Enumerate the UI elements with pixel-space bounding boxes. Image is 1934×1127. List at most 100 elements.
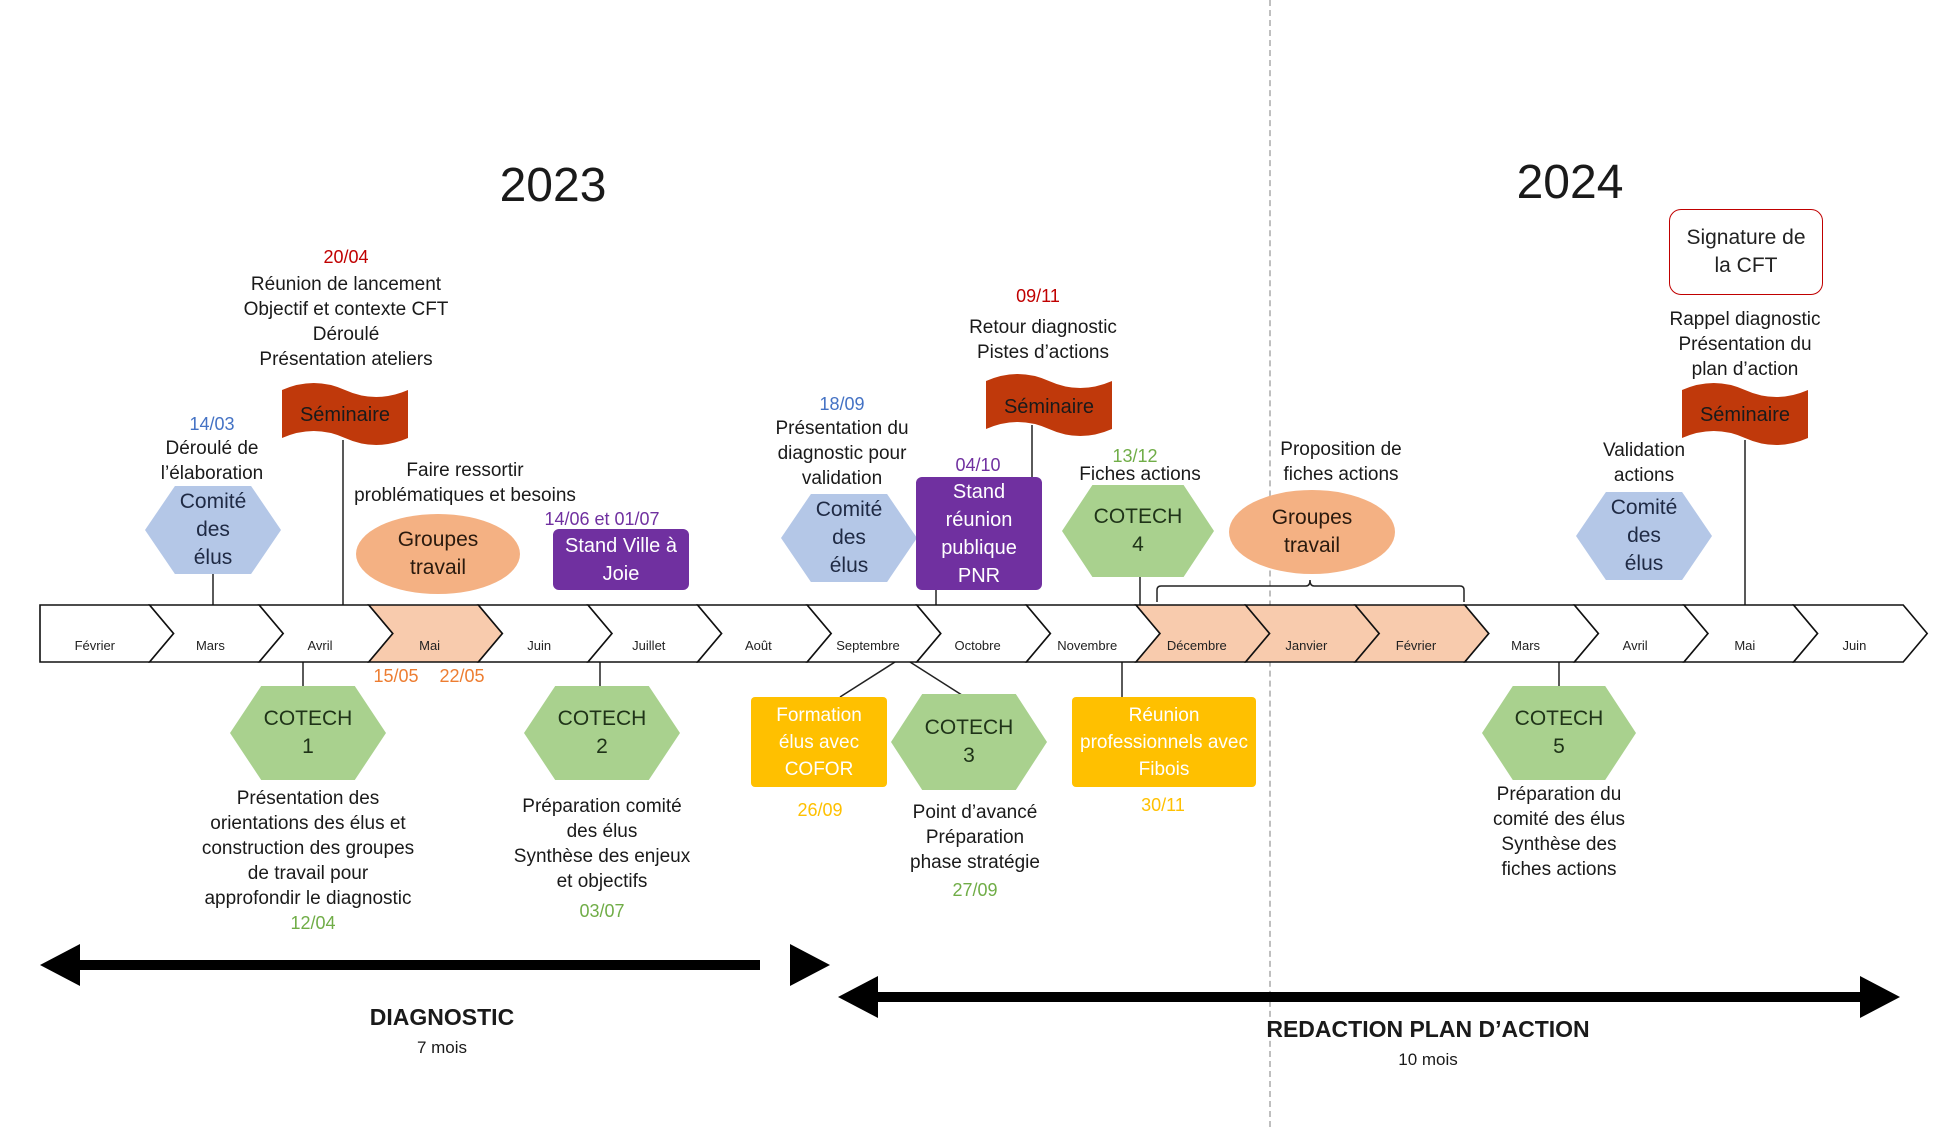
cotech1-desc-5: approfondir le diagnostic bbox=[204, 888, 412, 909]
cotech3-date: 27/09 bbox=[952, 880, 998, 900]
diagnostic-arrow-right-head bbox=[790, 944, 830, 986]
cotech1-date: 12/04 bbox=[290, 913, 336, 933]
reunion-box: Réunion professionnels avec Fibois bbox=[1072, 697, 1256, 787]
cotech4-desc: Fiches actions bbox=[1079, 464, 1201, 485]
month-label: Juin bbox=[1842, 638, 1867, 653]
groupes1-label: Groupes travail bbox=[397, 528, 479, 579]
connector-formation bbox=[839, 661, 896, 698]
month-label: Juillet bbox=[632, 638, 666, 653]
stand2-date: 04/10 bbox=[955, 455, 1001, 475]
groupes1-desc-2: problématiques et besoins bbox=[354, 485, 576, 506]
comite3-desc-1: Validation bbox=[1602, 440, 1686, 461]
comite2-desc-1: Présentation du bbox=[775, 418, 909, 439]
cotech5-desc-1: Préparation du bbox=[1496, 784, 1622, 805]
cotech3-desc-3: phase stratégie bbox=[910, 852, 1040, 873]
comite2-label: Comité des élus bbox=[815, 498, 883, 577]
month-label: Mars bbox=[1511, 638, 1541, 653]
groupes2-ellipse: Groupes travail bbox=[1229, 490, 1395, 574]
month-label: Février bbox=[74, 638, 116, 653]
month-label: Avril bbox=[307, 638, 333, 653]
month-label: Mai bbox=[1734, 638, 1756, 653]
cotech4-date: 13/12 bbox=[1112, 446, 1158, 466]
cotech3-label: COTECH 3 bbox=[924, 716, 1014, 767]
comite2-hexagon: Comité des élus bbox=[781, 494, 917, 582]
year-2024: 2024 bbox=[1516, 156, 1624, 209]
seminaire2-flag-label: Séminaire bbox=[1003, 396, 1095, 418]
month-label: Septembre bbox=[836, 638, 900, 653]
cotech2-desc-3: Synthèse des enjeux bbox=[513, 846, 691, 867]
cotech2-date: 03/07 bbox=[579, 901, 625, 921]
connector-cotech3 bbox=[909, 661, 966, 698]
cotech1-hexagon: COTECH 1 bbox=[230, 686, 386, 780]
seminaire1-line-4: Présentation ateliers bbox=[259, 349, 433, 370]
mai-date-2: 22/05 bbox=[439, 666, 485, 686]
seminaire1-date: 20/04 bbox=[323, 247, 369, 267]
month-label: Juin bbox=[527, 638, 552, 653]
seminaire1-line-1: Réunion de lancement bbox=[250, 274, 442, 295]
formation-box: Formation élus avec COFOR bbox=[751, 697, 887, 787]
month-label: Mai bbox=[419, 638, 441, 653]
cotech5-desc-4: fiches actions bbox=[1501, 859, 1617, 880]
mai-date-1: 15/05 bbox=[373, 666, 419, 686]
cotech5-hexagon: COTECH 5 bbox=[1482, 686, 1636, 780]
formation-label: Formation élus avec COFOR bbox=[776, 704, 862, 780]
seminaire2-date: 09/11 bbox=[1016, 286, 1060, 306]
comite3-label: Comité des élus bbox=[1610, 496, 1678, 575]
reunion-date: 30/11 bbox=[1141, 795, 1185, 815]
month-label: Février bbox=[1395, 638, 1437, 653]
seminaire1-flag bbox=[282, 383, 408, 445]
seminaire3-flag bbox=[1682, 383, 1808, 445]
groupes2-desc-1: Proposition de bbox=[1280, 439, 1402, 460]
seminaire1-flag-label: Séminaire bbox=[299, 404, 391, 426]
redaction-arrow-shaft bbox=[870, 992, 1870, 1002]
seminaire2-flag bbox=[986, 374, 1112, 436]
groupes1-ellipse: Groupes travail bbox=[356, 514, 520, 594]
comite3-hexagon: Comité des élus bbox=[1576, 492, 1712, 580]
cotech1-desc-1: Présentation des bbox=[236, 788, 380, 809]
cotech1-desc-2: orientations des élus et bbox=[210, 813, 406, 834]
comite1-hexagon: Comité des élus bbox=[145, 486, 281, 574]
redaction-arrow-left-head bbox=[838, 976, 878, 1018]
signature-label: Signature de la CFT bbox=[1686, 226, 1806, 277]
stand2-box: Stand réunion publique PNR bbox=[916, 477, 1042, 590]
cotech2-desc-2: des élus bbox=[566, 821, 638, 842]
month-label: Octobre bbox=[954, 638, 1001, 653]
seminaire1-line-3: Déroulé bbox=[312, 324, 380, 345]
comite3-desc-2: actions bbox=[1613, 465, 1675, 486]
comite2-date: 18/09 bbox=[819, 394, 865, 414]
seminaire1-line-2: Objectif et contexte CFT bbox=[243, 299, 449, 320]
comite1-desc-2: l’élaboration bbox=[160, 463, 264, 484]
formation-date: 26/09 bbox=[797, 800, 843, 820]
diagnostic-duration: 7 mois bbox=[416, 1038, 468, 1057]
groupes2-label: Groupes travail bbox=[1271, 506, 1353, 557]
month-label: Janvier bbox=[1285, 638, 1328, 653]
diagnostic-arrow-left-head bbox=[40, 944, 80, 986]
seminaire3-flag-label: Séminaire bbox=[1699, 404, 1791, 426]
cotech2-desc-4: et objectifs bbox=[556, 871, 648, 892]
month-label: Décembre bbox=[1166, 638, 1227, 653]
cotech3-hexagon: COTECH 3 bbox=[891, 694, 1047, 790]
seminaire2-line-1: Retour diagnostic bbox=[969, 317, 1117, 338]
cotech1-label: COTECH 1 bbox=[263, 707, 353, 758]
cotech5-desc-3: Synthèse des bbox=[1501, 834, 1617, 855]
month-chevron bbox=[1791, 604, 1929, 663]
month-label: Mars bbox=[195, 638, 225, 653]
stand2-label: Stand réunion publique PNR bbox=[941, 480, 1017, 587]
cotech5-desc-2: comité des élus bbox=[1492, 809, 1625, 830]
cotech2-desc-1: Préparation comité bbox=[522, 796, 682, 817]
cotech3-desc-2: Préparation bbox=[925, 827, 1025, 848]
month-label: Novembre bbox=[1057, 638, 1118, 653]
redaction-arrow-right-head bbox=[1860, 976, 1900, 1018]
cotech2-hexagon: COTECH 2 bbox=[524, 686, 680, 780]
redaction-title: REDACTION PLAN D’ACTION bbox=[1266, 1016, 1590, 1042]
groupes2-desc-2: fiches actions bbox=[1283, 464, 1399, 485]
month-label: Avril bbox=[1622, 638, 1648, 653]
comite1-date: 14/03 bbox=[189, 414, 235, 434]
comite2-desc-3: validation bbox=[801, 468, 883, 489]
cotech2-label: COTECH 2 bbox=[557, 707, 647, 758]
stand1-label: Stand Ville à Joie bbox=[565, 534, 677, 585]
cotech1-desc-3: construction des groupes bbox=[201, 838, 415, 859]
